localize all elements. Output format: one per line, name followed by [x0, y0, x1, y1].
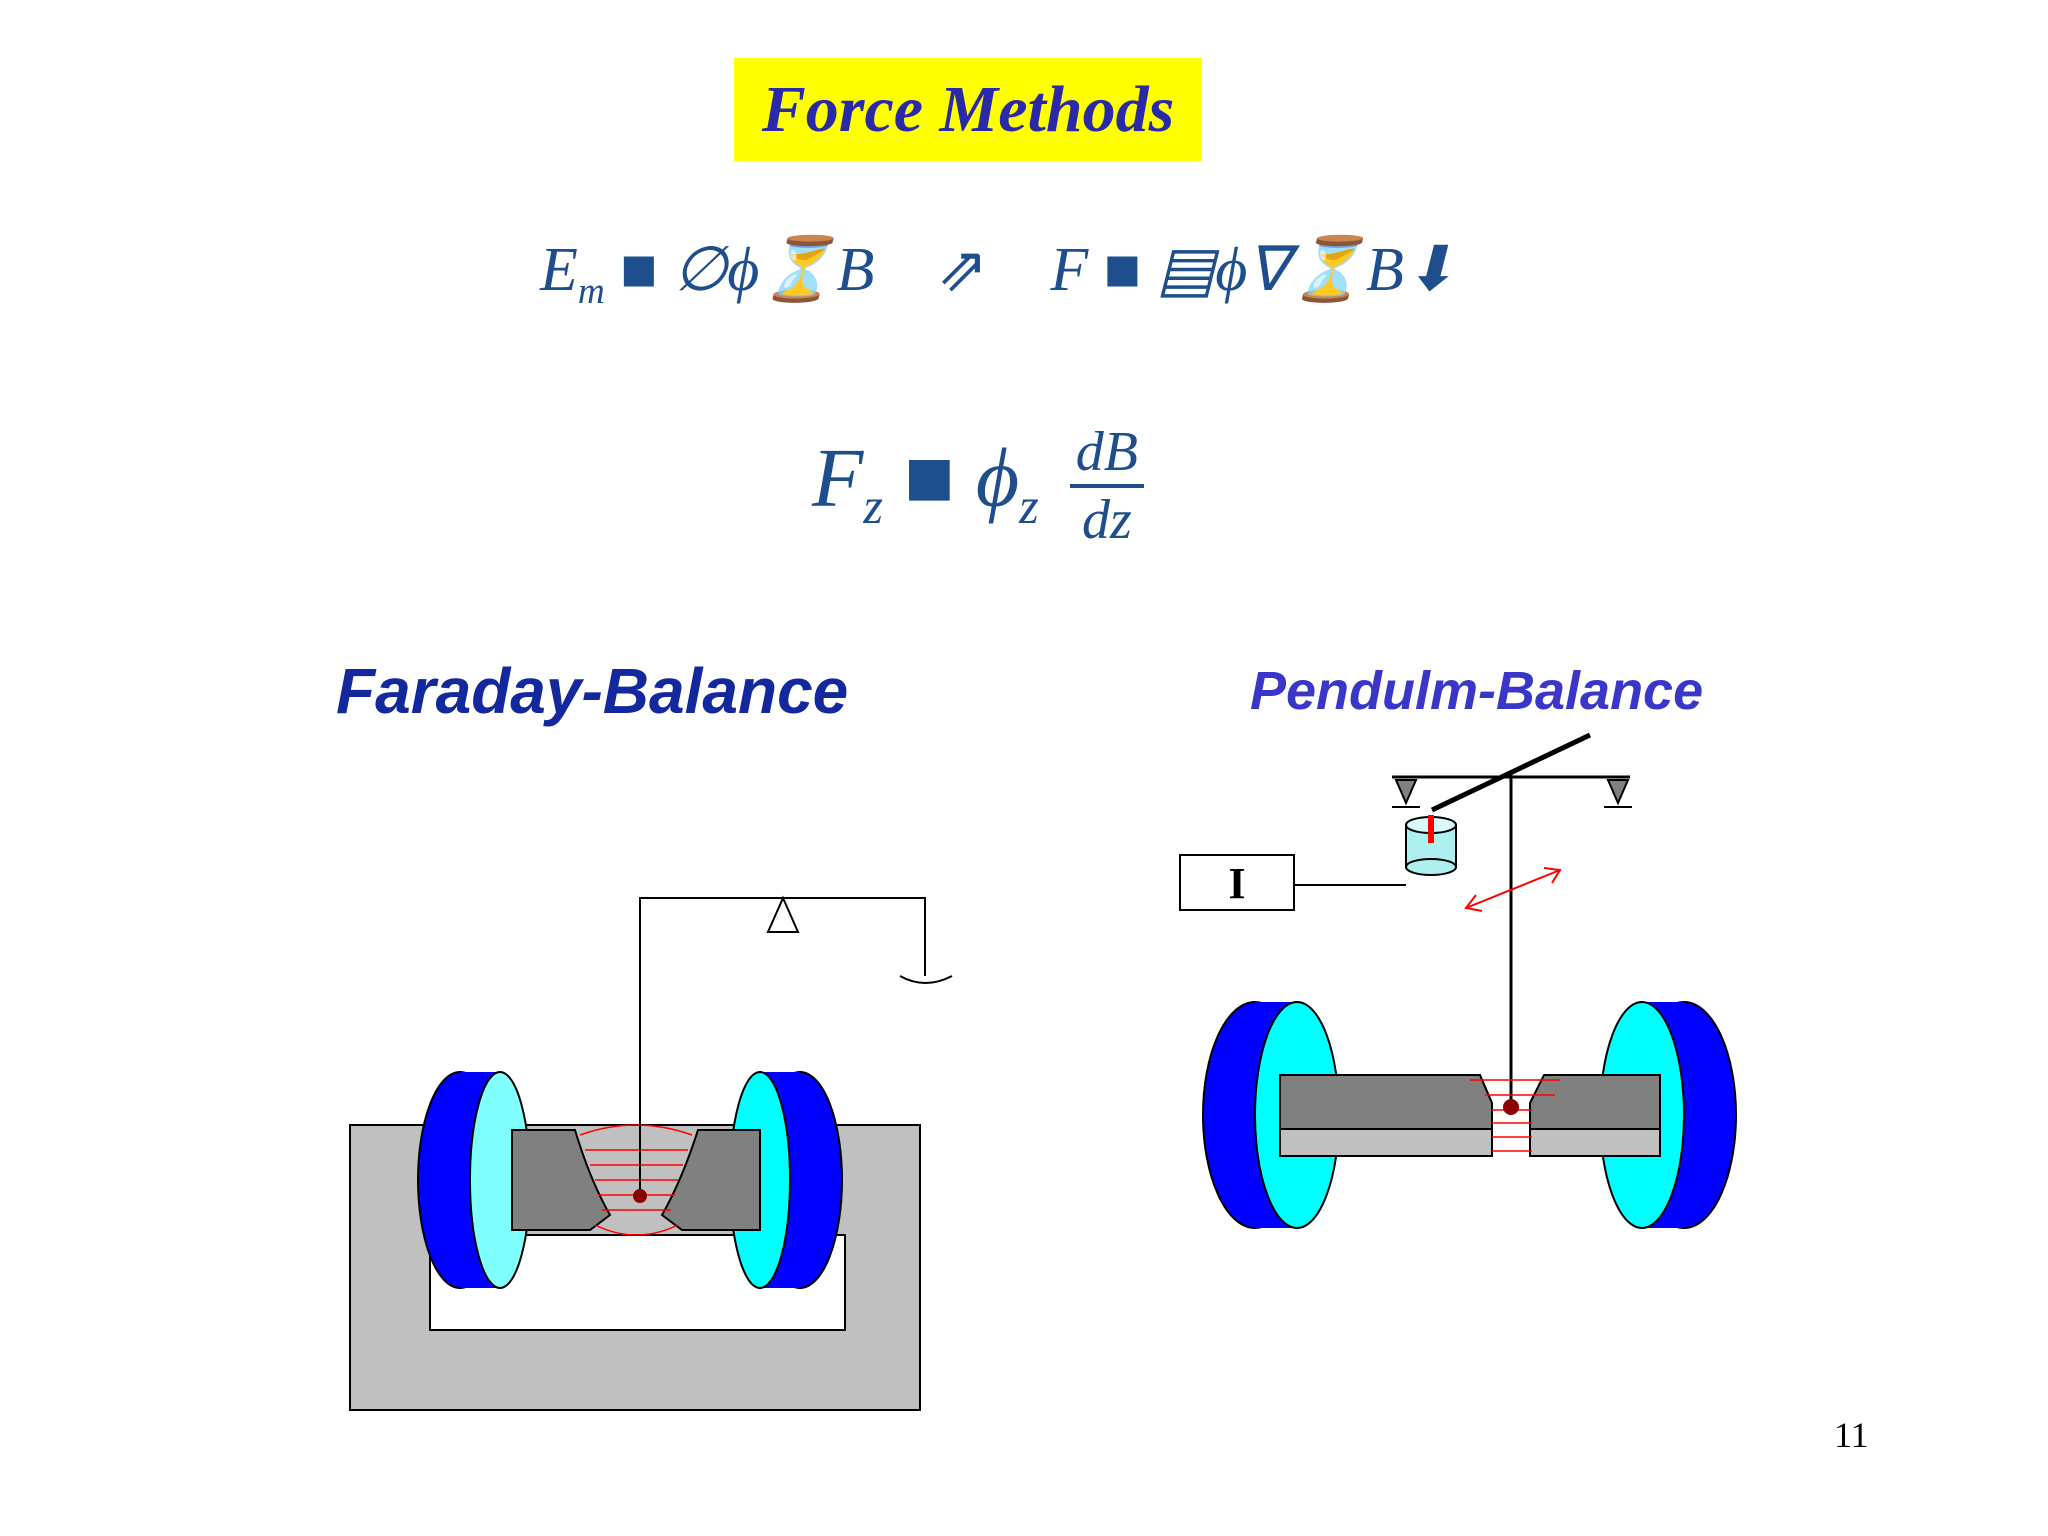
eq2-lhs: F: [812, 431, 864, 525]
right-pole-piece: [1529, 1074, 1661, 1130]
left-support-icon: [1394, 779, 1418, 806]
eq1-force-equals-symbol: ■: [1103, 236, 1142, 304]
derivative-fraction: dB dz: [1069, 420, 1145, 552]
title-banner: Force Methods: [734, 58, 1202, 161]
right-pole-piece: [660, 1129, 761, 1231]
eq2-equals-symbol: ■: [903, 431, 955, 525]
pendulum-balance-diagram: I: [1179, 732, 1737, 1229]
sample: [633, 1189, 647, 1203]
eq2-lhs-sub: z: [863, 477, 883, 534]
current-box-label: I: [1228, 859, 1245, 908]
eq1-lhs: E: [540, 236, 578, 304]
force-z-equation: Fz ■ ϕz dB dz: [812, 420, 1145, 552]
eq1-force-rhs: ▤ϕ∇⏳B⬇: [1156, 236, 1456, 304]
energy-equation: Em ■ ∅ϕ⏳B ⇗ F ■ ▤ϕ∇⏳B⬇: [540, 232, 1456, 313]
right-support-icon: [1606, 779, 1630, 806]
eq2-mid: ϕ: [975, 431, 1020, 525]
sample: [1503, 1099, 1519, 1115]
eq1-force: F: [1050, 236, 1089, 304]
eq2-mid-sub: z: [1019, 477, 1039, 534]
pendulum-balance-heading: Pendulm-Balance: [1250, 661, 1704, 721]
faraday-balance-diagram: [349, 895, 953, 1411]
page-number: 11: [1834, 1415, 1869, 1455]
fraction-denominator: dz: [1082, 489, 1132, 551]
eq1-lhs-sub: m: [577, 271, 605, 313]
field-lines: [1470, 1079, 1560, 1152]
faraday-balance-heading: Faraday-Balance: [336, 655, 849, 727]
fulcrum-icon: [766, 895, 800, 933]
fraction-numerator: dB: [1069, 420, 1145, 488]
left-pole-piece: [511, 1129, 612, 1231]
eq1-equals-symbol: ■: [620, 236, 658, 304]
oscillation-arrow-icon: [1464, 867, 1562, 912]
left-pole-piece: [1279, 1074, 1493, 1130]
current-box: [1179, 854, 1295, 911]
eq1-rhs: ∅ϕ⏳B: [673, 236, 875, 304]
slide-title: Force Methods: [761, 72, 1175, 146]
implies-arrow-icon: ⇗: [936, 236, 989, 304]
